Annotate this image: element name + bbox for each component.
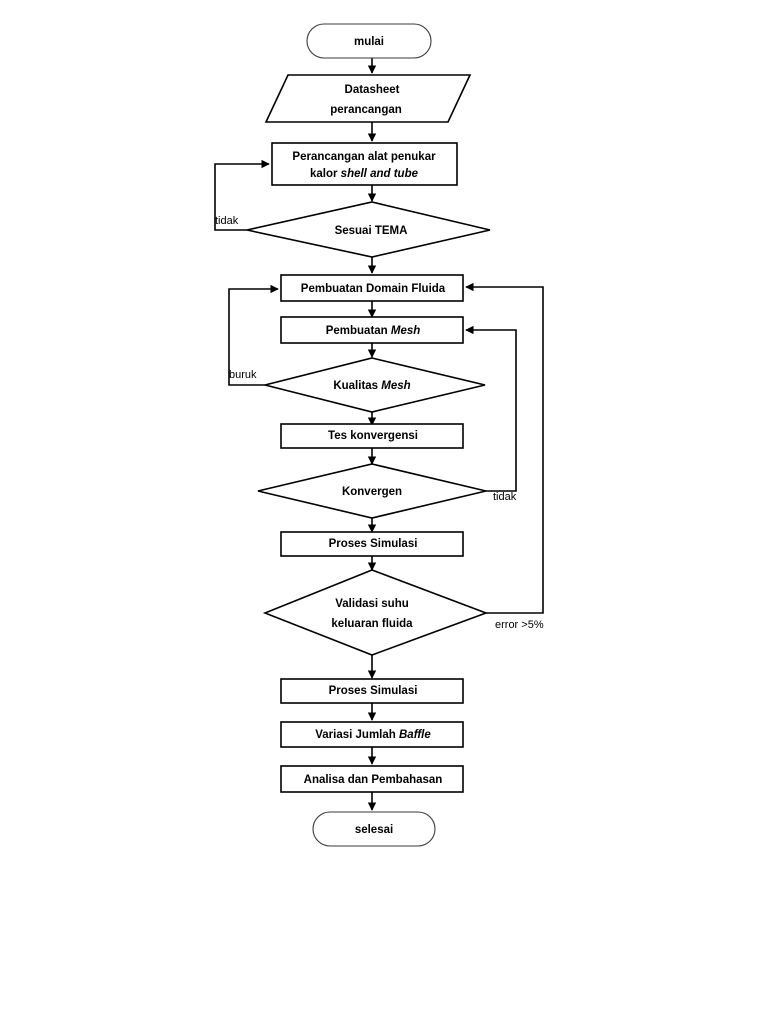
node-perancangan-shape xyxy=(271,142,458,186)
node-perancangan-label-line2: kalor shell and tube xyxy=(310,168,419,180)
node-kualitasmesh-label: Kualitas Mesh xyxy=(333,380,410,392)
node-konvergen-shape xyxy=(257,463,487,519)
node-start-shape xyxy=(306,23,432,59)
node-teskonvergensi-label: Tes konvergensi xyxy=(328,430,418,442)
edge-label-tidak-konvergen: tidak xyxy=(493,491,517,503)
node-mesh-label: Pembuatan Mesh xyxy=(326,325,421,337)
node-start-label: mulai xyxy=(354,36,384,48)
node-variasibaffle-label-italic: Baffle xyxy=(399,729,431,741)
node-analisa-label: Analisa dan Pembahasan xyxy=(304,774,443,786)
node-kualitasmesh-label-normal: Kualitas xyxy=(333,380,381,392)
node-konvergen-label: Konvergen xyxy=(342,486,402,498)
node-mesh-label-normal: Pembuatan xyxy=(326,325,391,337)
node-datasheet-label-line1: Datasheet xyxy=(345,84,400,96)
node-sesuaitema-label: Sesuai TEMA xyxy=(335,225,408,237)
connector-tidak-loop-to-perancangan xyxy=(214,159,270,231)
node-variasibaffle-label-normal: Variasi Jumlah xyxy=(315,729,399,741)
node-mesh-shape xyxy=(280,316,464,344)
node-validasi-label-line1: Validasi suhu xyxy=(335,598,409,610)
node-kualitasmesh-shape xyxy=(264,357,486,413)
node-kualitasmesh-label-italic: Mesh xyxy=(381,380,410,392)
connector-error-loop-to-domainfluida xyxy=(465,282,544,614)
node-datasheet-shape xyxy=(264,74,472,123)
node-prosessimulasi1-shape xyxy=(280,531,464,557)
node-datasheet-label-line2: perancangan xyxy=(330,104,402,116)
node-teskonvergensi-shape xyxy=(280,423,464,449)
node-perancangan-label-line2-italic: shell and tube xyxy=(341,168,419,180)
node-perancangan-label-line2-normal: kalor xyxy=(310,168,341,180)
node-variasibaffle-label: Variasi Jumlah Baffle xyxy=(315,729,431,741)
edge-label-buruk-mesh: buruk xyxy=(229,369,257,381)
connector-tidak-loop-to-mesh xyxy=(465,325,517,492)
node-domainfluida-label: Pembuatan Domain Fluida xyxy=(301,283,446,295)
node-prosessimulasi2-shape xyxy=(280,678,464,704)
node-end-label: selesai xyxy=(355,824,393,836)
node-perancangan-label-line1: Perancangan alat penukar xyxy=(292,151,436,163)
node-end-shape xyxy=(312,811,436,847)
node-prosessimulasi1-label: Proses Simulasi xyxy=(329,538,418,550)
connector-buruk-loop-to-domainfluida xyxy=(228,284,279,386)
edge-label-tidak-tema: tidak xyxy=(215,215,239,227)
edge-label-error-validasi: error >5% xyxy=(495,619,544,631)
node-domainfluida-shape xyxy=(280,274,464,302)
node-variasibaffle-shape xyxy=(280,721,464,748)
node-validasi-shape xyxy=(262,569,489,656)
node-sesuaitema-shape xyxy=(246,201,491,258)
node-prosessimulasi2-label: Proses Simulasi xyxy=(329,685,418,697)
node-analisa-shape xyxy=(280,765,464,793)
node-validasi-label-line2: keluaran fluida xyxy=(331,618,413,630)
node-mesh-label-italic: Mesh xyxy=(391,325,420,337)
